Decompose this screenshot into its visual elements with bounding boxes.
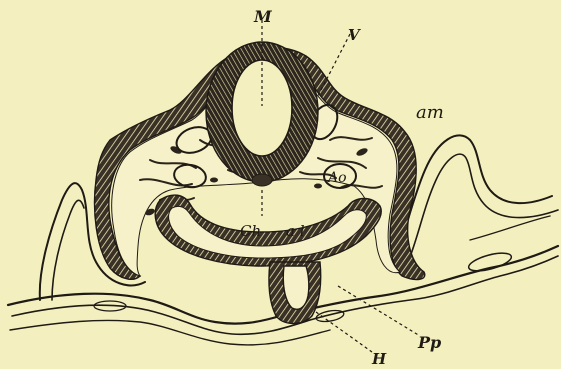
label-am: am bbox=[416, 102, 444, 123]
label-V: V bbox=[348, 26, 361, 44]
label-M: M bbox=[253, 7, 273, 26]
label-H: H bbox=[371, 350, 387, 368]
notochord bbox=[252, 174, 272, 186]
label-Pp: Pp bbox=[417, 333, 441, 352]
label-Ch: Ch bbox=[240, 222, 261, 240]
label-Ao: Ao bbox=[326, 170, 347, 186]
embryo-body bbox=[95, 42, 425, 324]
label-al: a l bbox=[286, 222, 305, 240]
